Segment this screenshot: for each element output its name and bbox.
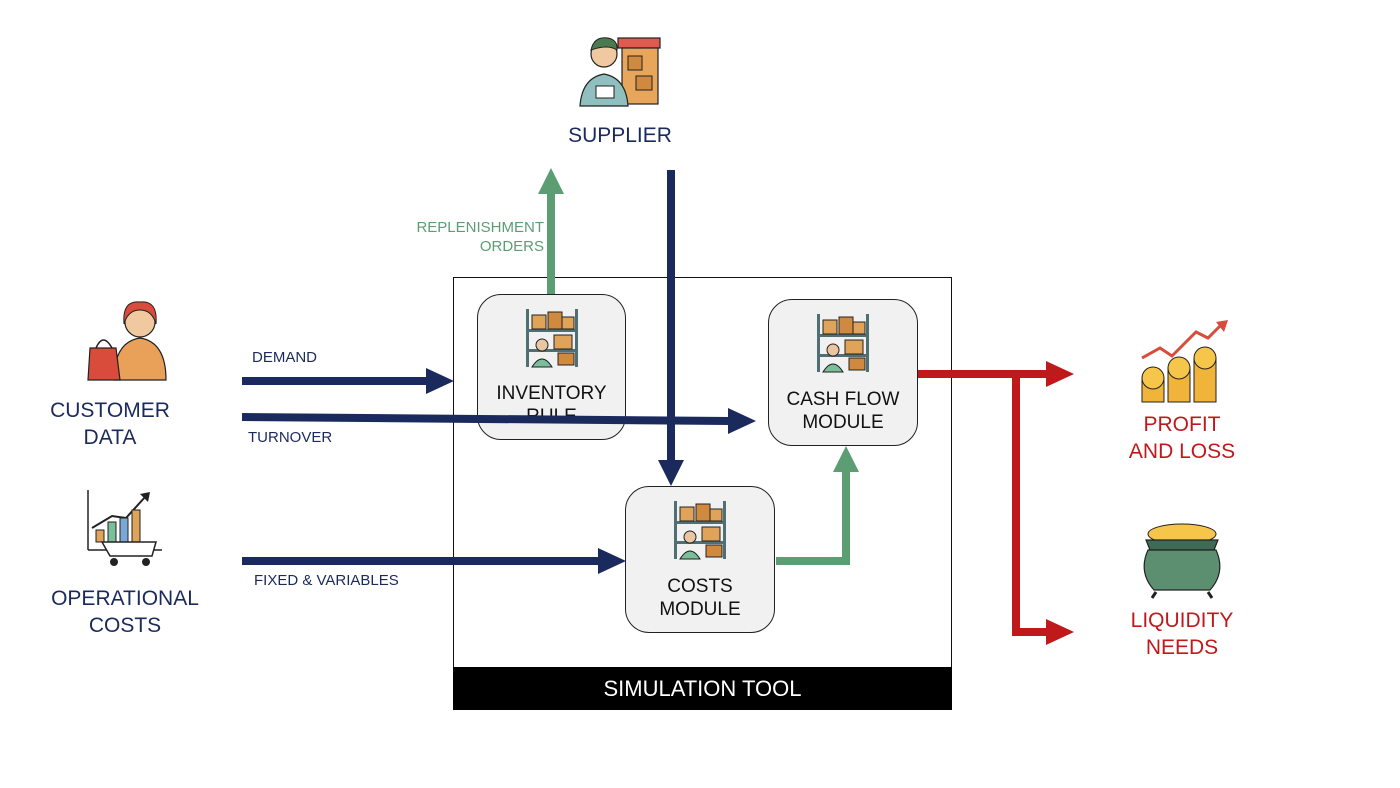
- operational-costs-icon: [87, 490, 162, 566]
- costs-label-line1: COSTS: [667, 576, 733, 598]
- cash-flow-module: CASH FLOW MODULE: [768, 299, 918, 446]
- replenishment-label-line1: REPLENISHMENT: [416, 219, 544, 236]
- money-pot-icon: [1143, 523, 1221, 599]
- operational-label-line1: OPERATIONAL: [51, 587, 199, 610]
- operational-label-line2: COSTS: [88, 614, 162, 638]
- inventory-rule-label-line2: RULE: [526, 406, 577, 428]
- supplier-icon: [579, 37, 661, 107]
- liquidity-label-line1: LIQUIDITY: [1130, 609, 1234, 632]
- demand-arrow: [242, 368, 454, 394]
- warehouse-icon: [674, 501, 726, 560]
- warehouse-icon: [525, 309, 578, 368]
- warehouse-icon: [817, 314, 869, 373]
- liquidity-needs-label: LIQUIDITY NEEDS: [1110, 609, 1254, 660]
- customer-label-line2: DATA: [83, 426, 137, 450]
- customer-data-label: CUSTOMER DATA: [30, 399, 190, 450]
- liquidity-label-line2: NEEDS: [1145, 636, 1219, 660]
- customer-icon: [87, 301, 167, 381]
- profit-label-line2: AND LOSS: [1128, 440, 1236, 464]
- supplier-label: SUPPLIER: [568, 124, 672, 147]
- customer-label-line1: CUSTOMER: [50, 399, 170, 422]
- inventory-rule-module: INVENTORY RULE: [477, 294, 626, 440]
- costs-module: COSTS MODULE: [625, 486, 775, 633]
- profit-label-line1: PROFIT: [1143, 413, 1221, 436]
- inventory-rule-label-line1: INVENTORY: [496, 383, 607, 405]
- operational-costs-label: OPERATIONAL COSTS: [30, 587, 220, 638]
- cash-flow-label-line2: MODULE: [802, 412, 884, 434]
- profit-coins-icon: [1141, 320, 1228, 403]
- cash-flow-label-line1: CASH FLOW: [786, 389, 900, 411]
- costs-label-line2: MODULE: [659, 599, 741, 621]
- simulation-tool-label: SIMULATION TOOL: [453, 667, 952, 710]
- profit-and-loss-label: PROFIT AND LOSS: [1110, 413, 1254, 464]
- replenishment-label: REPLENISHMENT ORDERS: [380, 219, 544, 256]
- fixed-variables-label: FIXED & VARIABLES: [254, 572, 399, 589]
- demand-label: DEMAND: [252, 349, 318, 366]
- replenishment-label-line2: ORDERS: [479, 238, 544, 256]
- turnover-label: TURNOVER: [248, 429, 333, 446]
